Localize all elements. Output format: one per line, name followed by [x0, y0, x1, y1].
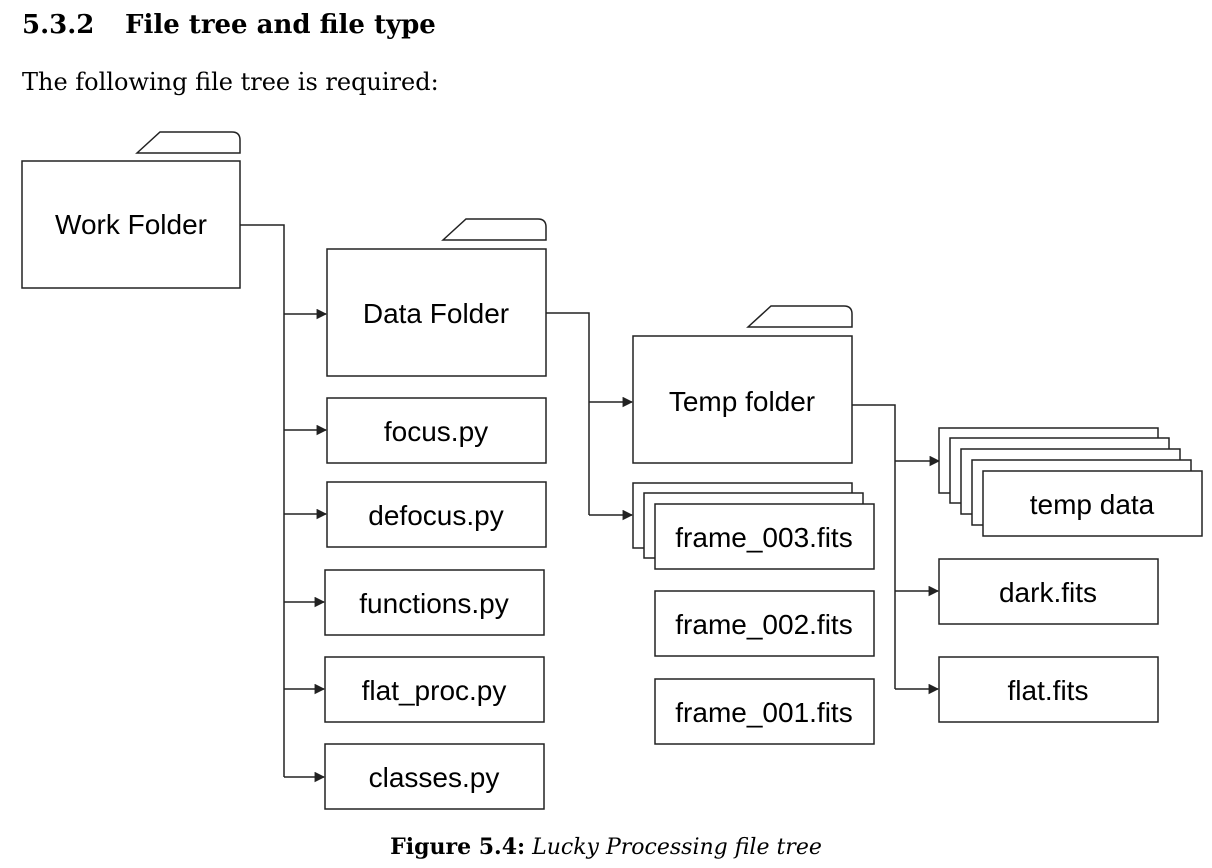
data-folder-node: Data Folder — [326, 218, 547, 377]
file-label: flat_proc.py — [362, 675, 507, 706]
file-label: temp data — [1030, 489, 1155, 520]
temp-folder-node: Temp folder — [632, 305, 853, 464]
file-label: flat.fits — [1008, 675, 1089, 706]
data-folder-connectors — [546, 312, 634, 521]
data-folder-label: Data Folder — [363, 298, 509, 329]
intro-paragraph: The following file tree is required: — [22, 68, 439, 96]
work-folder-label: Work Folder — [55, 209, 207, 240]
file-node-flat: flat.fits — [938, 656, 1159, 723]
section-title: File tree and file type — [125, 10, 436, 40]
folder-tab-icon — [135, 131, 241, 154]
figure-caption: Figure 5.4: Lucky Processing file tree — [0, 834, 1212, 860]
frame-stack-node: frame_003.fits — [632, 482, 875, 570]
file-node-flat-proc: flat_proc.py — [324, 656, 545, 723]
file-label: defocus.py — [368, 500, 503, 531]
temp-folder-connectors — [852, 404, 941, 695]
file-node-functions: functions.py — [324, 569, 545, 636]
folder-tab-icon — [746, 305, 853, 328]
folder-tab-icon — [441, 218, 547, 241]
caption-text: Lucky Processing file tree — [532, 835, 822, 860]
file-node-classes: classes.py — [324, 743, 545, 810]
temp-folder-label: Temp folder — [669, 386, 815, 417]
file-label: frame_003.fits — [675, 522, 852, 553]
file-node-frame-002: frame_002.fits — [654, 590, 875, 657]
file-label: functions.py — [359, 588, 508, 619]
file-label: focus.py — [384, 416, 488, 447]
work-folder-connectors — [240, 224, 328, 783]
file-label: frame_001.fits — [675, 697, 852, 728]
file-node-focus: focus.py — [326, 397, 547, 464]
file-label: frame_002.fits — [675, 609, 852, 640]
file-node-dark: dark.fits — [938, 558, 1159, 625]
work-folder-node: Work Folder — [21, 131, 241, 289]
file-label: dark.fits — [999, 577, 1097, 608]
section-heading: 5.3.2 File tree and file type — [22, 10, 436, 40]
file-node-defocus: defocus.py — [326, 481, 547, 548]
file-node-frame-001: frame_001.fits — [654, 678, 875, 745]
temp-data-stack-node: temp data — [938, 427, 1203, 537]
caption-label: Figure 5.4: — [390, 834, 526, 860]
file-label: classes.py — [369, 762, 500, 793]
section-number: 5.3.2 — [22, 10, 95, 40]
